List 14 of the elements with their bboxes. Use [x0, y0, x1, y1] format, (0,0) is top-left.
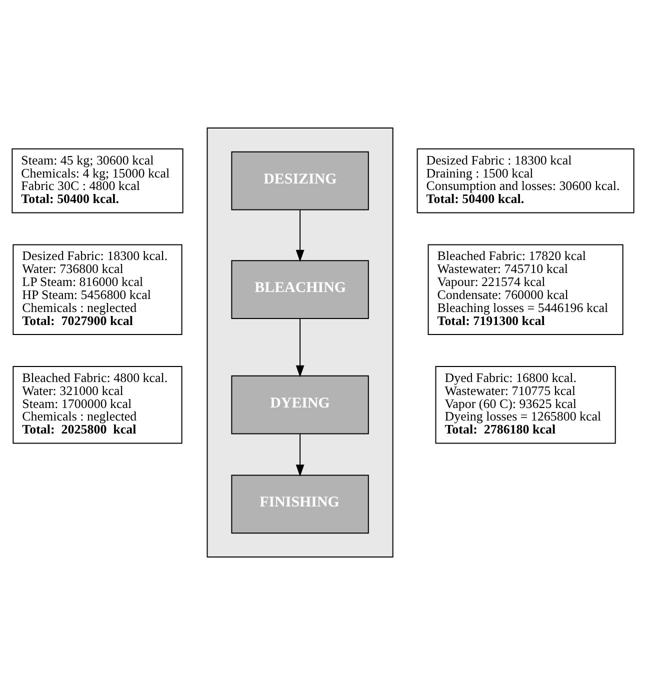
node-box: BLEACHING: [231, 260, 369, 319]
cluster: [206, 126, 394, 558]
node-box: FINISHING: [231, 474, 369, 534]
node-box: Steam: 45 kg; 30600 kcal Chemicals: 4 kg; 15000 kcal Fabric 30C : 4800 kcal Total: 50400 kcal.: [12, 148, 184, 213]
node-box: Desized Fabric : 18300 kcal Draining : 1500 kcal Consumption and losses: 30600 kcal. Total: 50400 kcal.: [416, 148, 634, 213]
node-box: Desized Fabric: 18300 kcal. Water: 736800 kcal LP Steam: 816000 kcal HP Steam: 5456800 kcal Chemicals : neglected Total: 7027900 kcal: [12, 244, 182, 335]
node-box: DYEING: [231, 374, 369, 434]
arrow: [296, 318, 304, 377]
arrow: [296, 208, 304, 262]
node-box: Bleached Fabric: 17820 kcal Wastewater: 745710 kcal Vapour: 221574 kcal Condensate: 760000 kcal Bleaching losses = 5446196 kcal Total: 7191300 kcal: [428, 244, 624, 335]
node-box: Bleached Fabric: 4800 kcal. Water: 321000 kcal Steam: 1700000 kcal Chemicals : neglected Total: 2025800 kcal: [12, 365, 182, 444]
node-box: DESIZING: [231, 150, 369, 210]
arrow: [296, 433, 304, 476]
node-box: Dyed Fabric: 16800 kcal. Wastewater: 710775 kcal Vapor (60 C): 93625 kcal Dyeing losses = 1265800 kcal Total: 2786180 kcal: [435, 365, 616, 444]
